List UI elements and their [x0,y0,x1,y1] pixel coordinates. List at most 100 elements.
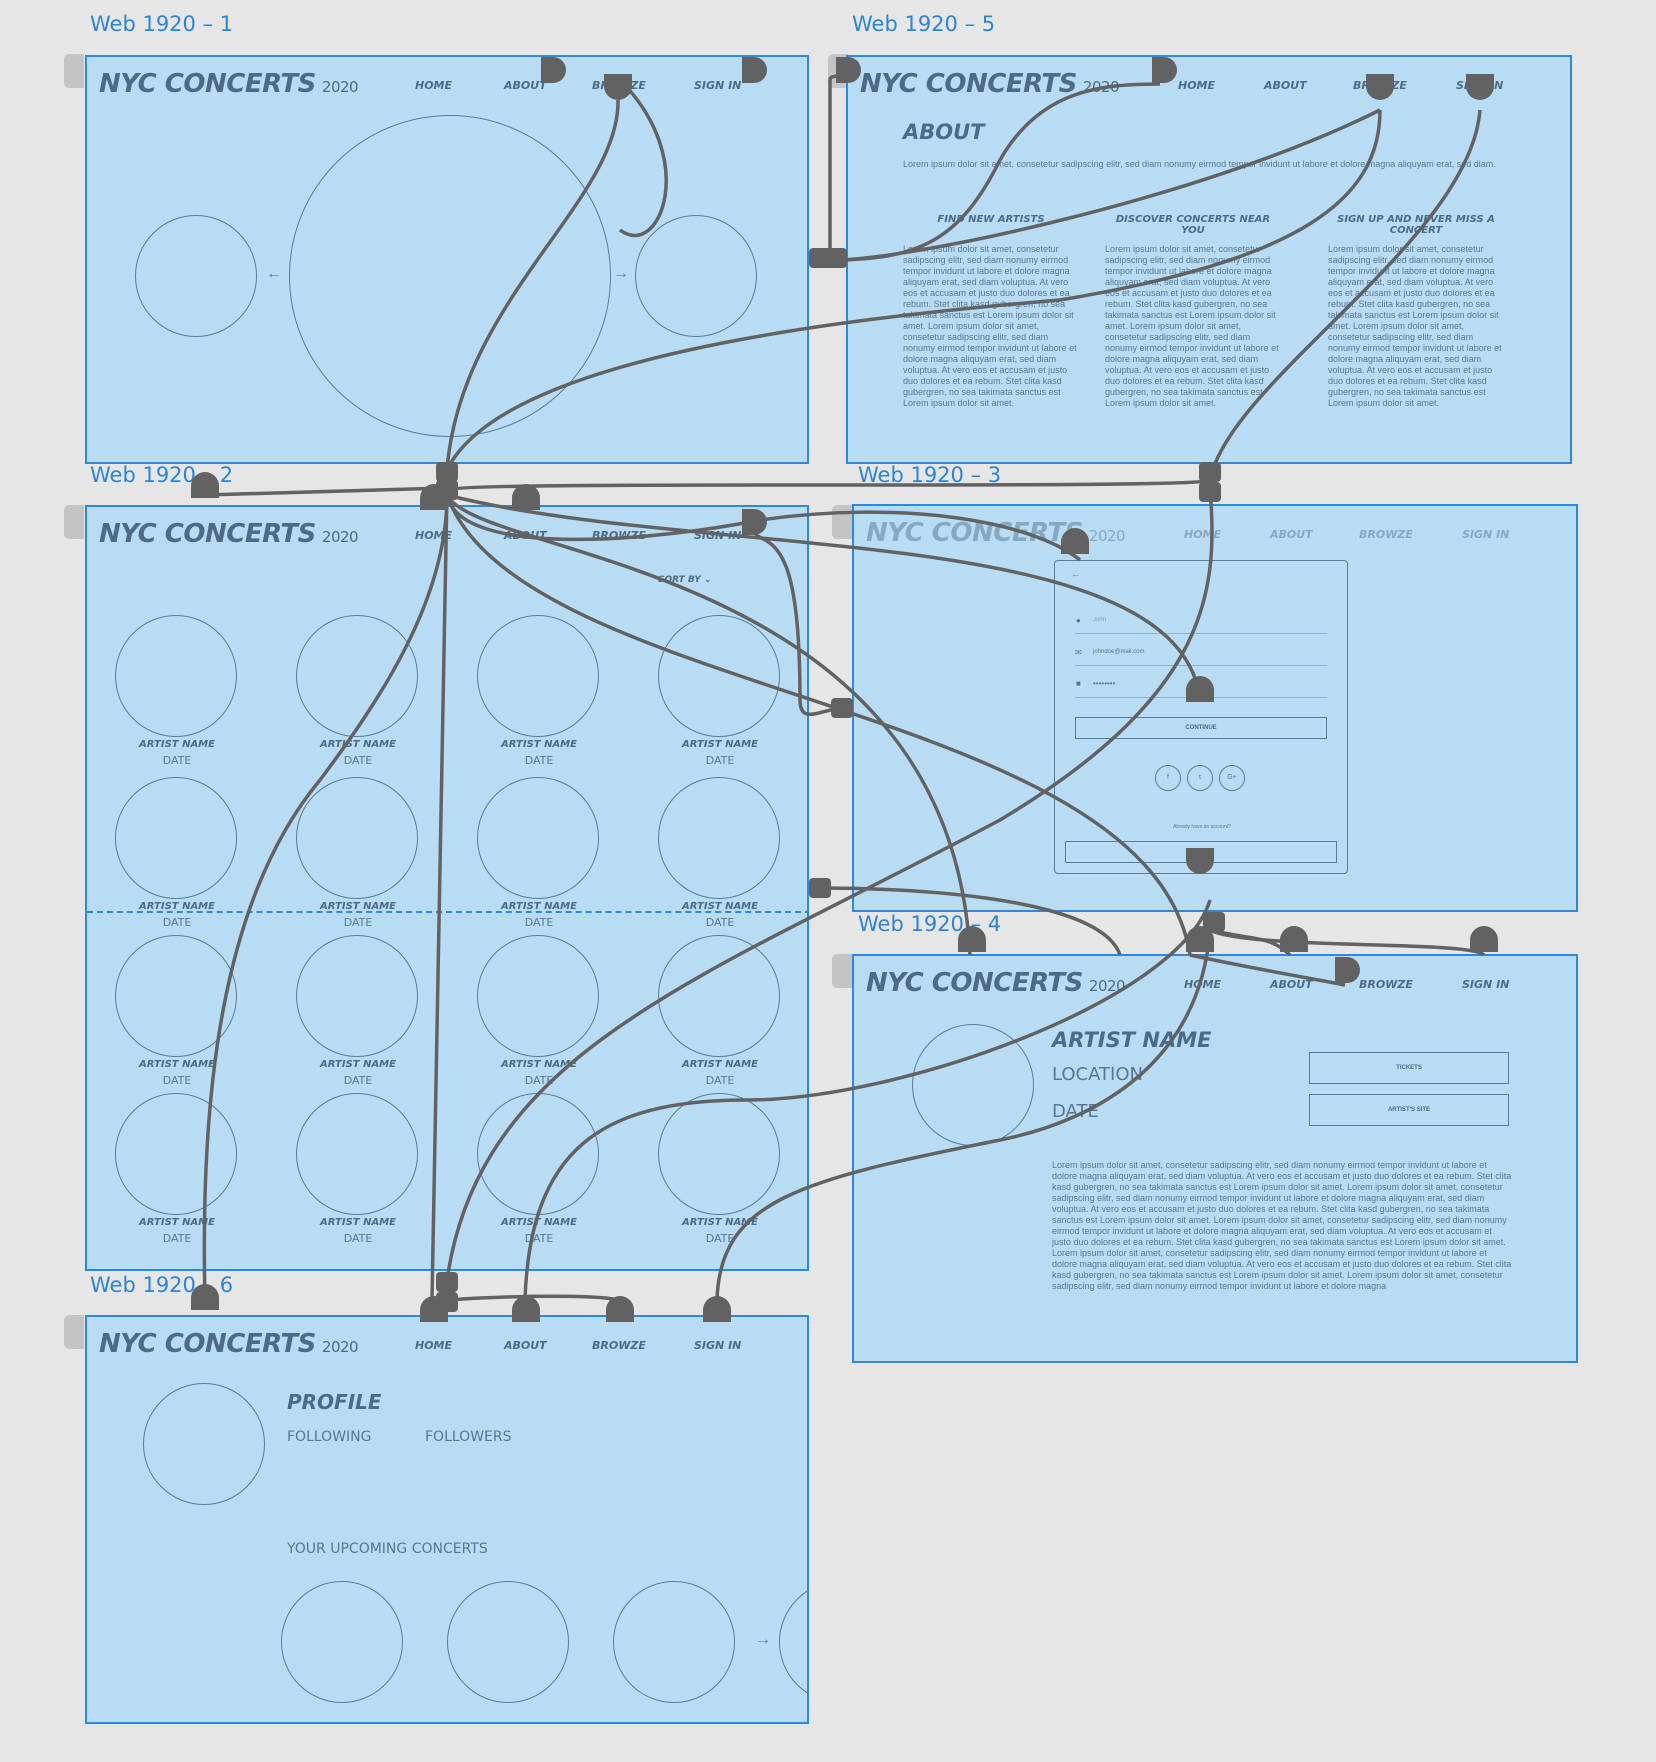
tickets-button[interactable]: TICKETS [1309,1052,1509,1084]
wire-connector [1280,926,1308,952]
artist-date: DATE [705,916,735,929]
nav-signin[interactable]: SIGN IN [694,1339,742,1352]
nav-home[interactable]: HOME [415,529,453,542]
nav-signin[interactable]: SIGN IN [1462,978,1510,991]
input-underline [1075,633,1327,634]
nav-browse[interactable]: BROWZE [592,79,646,92]
artist-date: DATE [343,754,373,767]
continue-button[interactable]: CONTINUE [1075,717,1327,739]
nav-signin[interactable]: SIGN IN [694,79,742,92]
twitter-icon[interactable]: t [1187,765,1213,791]
wire-anchor [436,1272,458,1292]
nav-browse[interactable]: BROWZE [1353,79,1407,92]
artboard-label-5[interactable]: Web 1920 – 5 [852,12,996,36]
artist-site-button[interactable]: ARTIST'S SITE [1309,1094,1509,1126]
facebook-icon[interactable]: f [1155,765,1181,791]
brand-name: NYC CONCERTS [99,519,316,549]
artist-name: ARTIST NAME [682,739,758,750]
sort-by-dropdown[interactable]: SORT BY ⌄ [658,575,712,585]
brand-name: NYC CONCERTS [866,518,1083,548]
nav-signin[interactable]: SIGN IN [1462,528,1510,541]
nav-about[interactable]: ABOUT [1264,79,1307,92]
nav-browse[interactable]: BROWZE [1359,978,1413,991]
nav-about[interactable]: ABOUT [504,79,547,92]
concert-card[interactable] [281,1581,403,1703]
followers-link[interactable]: FOLLOWERS [425,1429,512,1445]
artist-name: ARTIST NAME [139,1217,215,1228]
nav-browse[interactable]: BROWZE [592,529,646,542]
artboard-tab [64,54,84,88]
nav-browse[interactable]: BROWZE [1359,528,1413,541]
artboard-label-4[interactable]: Web 1920 – 4 [858,912,1002,936]
email-input[interactable]: johndoe@mail.com [1093,649,1145,655]
carousel-slide-main[interactable] [289,115,611,437]
artboard-label-2[interactable]: Web 1920 – 2 [90,463,234,487]
artist-date: DATE [705,754,735,767]
concert-card[interactable] [447,1581,569,1703]
artist-image [477,1093,599,1215]
following-link[interactable]: FOLLOWING [287,1429,372,1445]
nav-browse[interactable]: BROWZE [592,1339,646,1352]
nav-home[interactable]: HOME [1178,79,1216,92]
name-input[interactable]: John [1093,617,1107,623]
nav-signin[interactable]: SIGN IN [694,529,742,542]
artist-date: DATE [162,1232,192,1245]
nav-about[interactable]: ABOUT [504,529,547,542]
wire-connector [1470,926,1498,952]
google-icon[interactable]: G+ [1219,765,1245,791]
password-input[interactable]: •••••••• [1093,679,1116,688]
nav-home[interactable]: HOME [415,79,453,92]
artboard-label-3[interactable]: Web 1920 – 3 [858,463,1002,487]
arrow-left-icon[interactable]: ← [266,265,282,282]
wire-anchor [436,462,458,482]
nav-home[interactable]: HOME [1184,978,1222,991]
artist-date: DATE [524,916,554,929]
concert-card[interactable] [779,1581,807,1703]
arrow-right-icon[interactable]: → [613,265,629,282]
login-button[interactable]: LOGIN [1065,841,1337,863]
nav-about[interactable]: ABOUT [1270,528,1313,541]
carousel-slide-left[interactable] [135,215,257,337]
carousel-slide-right[interactable] [635,215,757,337]
artist-card[interactable]: ARTIST NAME DATE [115,1093,239,1253]
nav-about[interactable]: ABOUT [1270,978,1313,991]
artist-image [658,777,780,899]
concert-card[interactable] [613,1581,735,1703]
column-text: Lorem ipsum dolor sit amet, consetetur s… [903,244,1077,408]
artist-card[interactable]: ARTIST NAME DATE [658,615,782,775]
back-arrow-icon[interactable]: ← [1071,569,1080,579]
nav-signin[interactable]: SIGN IN [1456,79,1504,92]
arrow-right-icon[interactable]: → [755,1631,771,1648]
nav-about[interactable]: ABOUT [504,1339,547,1352]
artboard-label-6[interactable]: Web 1920 – 6 [90,1273,234,1297]
artboard-label-1[interactable]: Web 1920 – 1 [90,12,234,36]
nav-home[interactable]: HOME [415,1339,453,1352]
nav-home[interactable]: HOME [1184,528,1222,541]
